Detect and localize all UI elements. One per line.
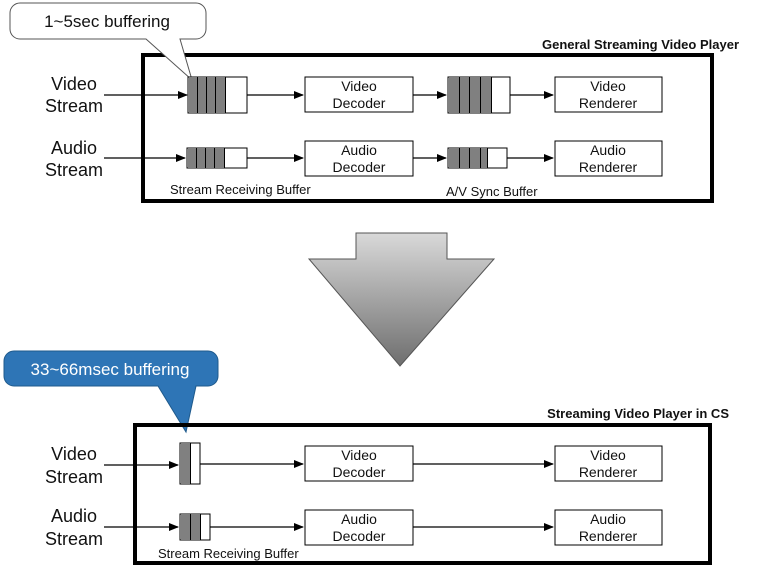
callout-top-text: 1~5sec buffering: [44, 12, 170, 31]
svg-text:Audio: Audio: [341, 511, 377, 527]
stream-receiving-buffer-label-top: Stream Receiving Buffer: [170, 182, 311, 197]
cs-video-stream-label-line1: Video: [51, 444, 97, 464]
down-arrow-icon: [307, 232, 496, 367]
general-player-section: General Streaming Video Player 1~5sec bu…: [9, 2, 739, 203]
cs-audio-renderer-box: Audio Renderer: [554, 509, 663, 546]
cs-video-stream-receiving-buffer: [179, 442, 201, 485]
audio-stream-receiving-buffer: [186, 147, 248, 169]
video-renderer-box: Video Renderer: [554, 76, 663, 113]
svg-text:Audio: Audio: [590, 142, 626, 158]
general-player-title: General Streaming Video Player: [542, 37, 739, 52]
audio-decoder-box: Audio Decoder: [304, 140, 414, 177]
cs-player-section: 33~66msec buffering Streaming Video Play…: [3, 350, 729, 565]
video-decoder-box: Video Decoder: [304, 76, 414, 113]
video-av-sync-buffer: [447, 76, 511, 114]
buffering-callout-top: 1~5sec buffering: [9, 2, 207, 82]
svg-text:Decoder: Decoder: [333, 95, 386, 111]
cs-video-decoder-box: Video Decoder: [304, 445, 414, 482]
svg-text:Audio: Audio: [590, 511, 626, 527]
cs-audio-stream-label-line1: Audio: [51, 506, 97, 526]
svg-text:Renderer: Renderer: [579, 464, 638, 480]
svg-text:Renderer: Renderer: [579, 528, 638, 544]
cs-player-frame: [133, 423, 712, 565]
cs-audio-decoder-box: Audio Decoder: [304, 509, 414, 546]
cs-video-renderer-box: Video Renderer: [554, 445, 663, 482]
general-player-frame: [141, 53, 714, 203]
stream-receiving-buffer-label-bottom: Stream Receiving Buffer: [158, 546, 299, 561]
cs-player-title: Streaming Video Player in CS: [547, 406, 729, 421]
svg-text:Video: Video: [341, 78, 377, 94]
cs-audio-stream-label-line2: Stream: [45, 529, 103, 549]
svg-text:Decoder: Decoder: [333, 159, 386, 175]
cs-audio-stream-receiving-buffer: [179, 513, 211, 541]
svg-text:Renderer: Renderer: [579, 159, 638, 175]
av-sync-buffer-label: A/V Sync Buffer: [446, 184, 538, 199]
video-stream-receiving-buffer: [187, 76, 248, 114]
audio-av-sync-buffer: [447, 147, 508, 169]
svg-text:Decoder: Decoder: [333, 528, 386, 544]
cs-video-stream-label-line2: Stream: [45, 467, 103, 487]
audio-stream-label-line1: Audio: [51, 138, 97, 158]
svg-text:Video: Video: [590, 78, 626, 94]
video-stream-label-line2: Stream: [45, 96, 103, 116]
svg-text:Audio: Audio: [341, 142, 377, 158]
buffering-callout-bottom: 33~66msec buffering: [3, 350, 219, 434]
svg-text:Video: Video: [341, 447, 377, 463]
svg-text:Decoder: Decoder: [333, 464, 386, 480]
video-stream-label-line1: Video: [51, 74, 97, 94]
svg-text:Renderer: Renderer: [579, 95, 638, 111]
svg-text:Video: Video: [590, 447, 626, 463]
audio-stream-label-line2: Stream: [45, 160, 103, 180]
callout-bottom-text: 33~66msec buffering: [31, 360, 190, 379]
audio-renderer-box: Audio Renderer: [554, 140, 663, 177]
